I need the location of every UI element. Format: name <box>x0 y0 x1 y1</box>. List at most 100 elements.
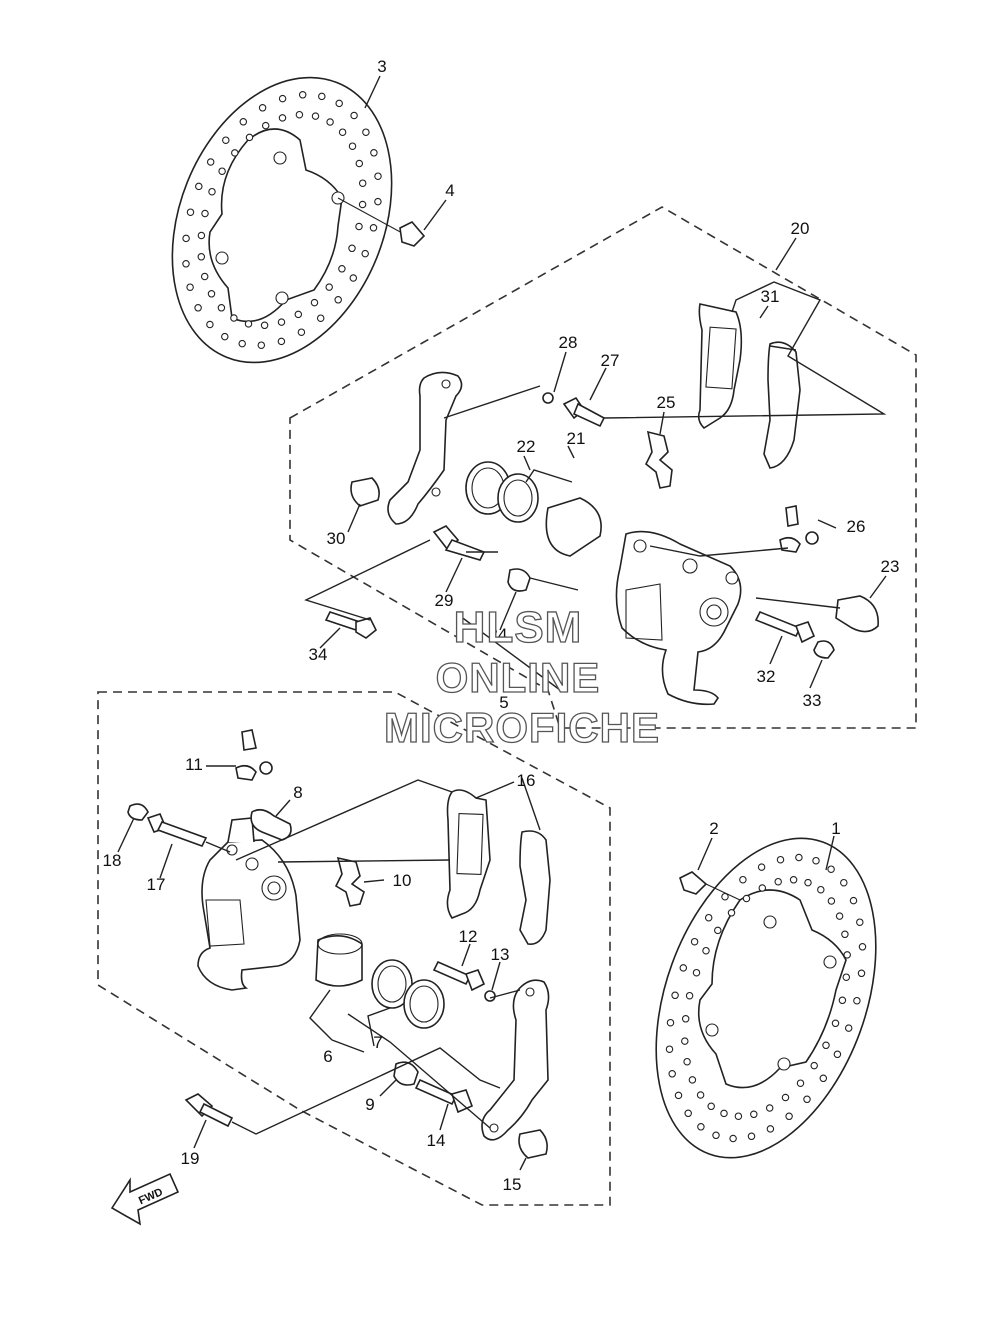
washer-front-13 <box>484 990 496 1002</box>
disc-vent-hole <box>338 265 346 273</box>
disc-vent-hole <box>374 197 382 206</box>
callout-29: 29 <box>435 591 454 610</box>
callout-25: 25 <box>657 393 676 412</box>
disc-vent-hole <box>338 128 347 136</box>
washer-rear-28 <box>542 392 554 404</box>
callout-22: 22 <box>517 437 536 456</box>
disc-vent-hole <box>361 249 369 258</box>
callout-32: 32 <box>757 667 776 686</box>
disc-vent-hole <box>842 973 851 981</box>
disc-vent-hole <box>666 1018 675 1027</box>
disc-vent-hole <box>186 208 195 216</box>
disc-vent-hole <box>739 875 747 884</box>
callout-14: 14 <box>427 1131 446 1150</box>
disc-vent-hole <box>781 1093 790 1102</box>
callout-24: 24 <box>489 625 508 644</box>
bushing-front <box>518 1129 548 1159</box>
disc-vent-hole <box>681 1015 690 1023</box>
disc-vent-hole <box>685 991 694 1000</box>
callout-21: 21 <box>567 429 586 448</box>
bolt-front-14 <box>414 1078 474 1114</box>
disc-vent-hole <box>796 1079 805 1087</box>
disc-vent-hole <box>186 283 194 291</box>
brake-pad-rear-1 <box>697 303 743 430</box>
callout-27: 27 <box>601 351 620 370</box>
disc-vent-hole <box>692 968 701 977</box>
pin-front-17 <box>146 813 208 847</box>
disc-vent-hole <box>244 320 253 328</box>
disc-vent-hole <box>325 283 333 291</box>
disc-vent-hole <box>374 172 382 180</box>
caliper-body-front <box>197 817 301 991</box>
disc-vent-hole <box>231 149 239 157</box>
callout-11: 11 <box>185 755 203 774</box>
boot-front <box>393 1061 419 1086</box>
disc-vent-hole <box>838 996 847 1005</box>
disc-vent-hole <box>362 128 370 136</box>
disc-vent-hole <box>856 918 864 926</box>
callout-16: 16 <box>517 771 536 790</box>
disc-vent-hole <box>684 1109 692 1118</box>
disc-vent-hole <box>776 855 785 864</box>
bolt-rear-29 <box>432 525 486 561</box>
disc-vent-hole <box>297 328 306 336</box>
disc-vent-hole <box>358 179 367 187</box>
disc-vent-hole <box>697 1123 705 1131</box>
callout-17: 17 <box>147 875 166 894</box>
callout-labels: 1234567891011121314151617181920212223242… <box>103 57 900 1194</box>
callout-6: 6 <box>323 1047 332 1066</box>
disc-vent-hole <box>690 937 699 946</box>
pin-front-8 <box>250 808 292 841</box>
disc-vent-hole <box>278 114 287 122</box>
disc-vent-hole <box>239 118 248 126</box>
bolt-rear-34 <box>324 611 378 639</box>
disc-vent-hole <box>774 877 782 886</box>
disc-vent-hole <box>349 274 358 282</box>
disc-vent-hole <box>298 91 307 99</box>
disc-vent-hole <box>182 234 190 243</box>
disc-vent-hole <box>295 110 304 119</box>
disc-vent-hole <box>853 996 861 1005</box>
disc-vent-hole <box>827 865 835 873</box>
disc-vent-hole <box>841 930 849 939</box>
disc-vent-hole <box>208 187 216 196</box>
disc-vent-hole <box>238 339 246 348</box>
disc-vent-hole <box>197 253 206 261</box>
disc-vent-hole <box>742 894 751 903</box>
disc-vent-hole <box>831 1019 840 1028</box>
disc-vent-hole <box>835 912 844 920</box>
callout-15: 15 <box>503 1175 522 1194</box>
disc-vent-hole <box>277 337 286 346</box>
callouts <box>117 75 887 1171</box>
disc-vent-hole <box>258 104 267 112</box>
watermark-line-1: HLSM <box>454 603 583 652</box>
caliper-bracket-front <box>481 979 550 1141</box>
disc-vent-hole <box>683 1057 691 1066</box>
pad-spring-rear <box>644 430 673 489</box>
disc-vent-hole <box>843 951 851 959</box>
disc-vent-hole <box>207 290 216 298</box>
disc-vent-hole <box>261 121 270 130</box>
disc-vent-hole <box>206 320 214 329</box>
disc-vent-hole <box>844 1024 853 1032</box>
brake-disc-top <box>171 76 393 364</box>
callout-1: 1 <box>831 819 840 838</box>
disc-vent-hole <box>222 136 230 144</box>
bleed-screw-rear <box>779 505 819 553</box>
disc-vent-hole <box>857 969 866 978</box>
disc-vent-hole <box>822 1041 830 1050</box>
callout-3: 3 <box>377 57 386 76</box>
disc-vent-hole <box>668 1070 676 1078</box>
disc-vent-hole <box>318 92 326 101</box>
disc-vent-hole <box>734 1112 743 1120</box>
caliper-bracket-rear <box>387 371 463 525</box>
disc-vent-hole <box>720 1109 728 1118</box>
callout-23: 23 <box>881 557 900 576</box>
disc-vent-hole <box>671 991 679 1000</box>
callout-19: 19 <box>181 1149 200 1168</box>
pin-rear-32 <box>754 610 816 644</box>
disc-vent-hole <box>833 1050 842 1059</box>
disc-vent-hole <box>277 318 286 326</box>
disc-vent-hole <box>182 260 190 268</box>
